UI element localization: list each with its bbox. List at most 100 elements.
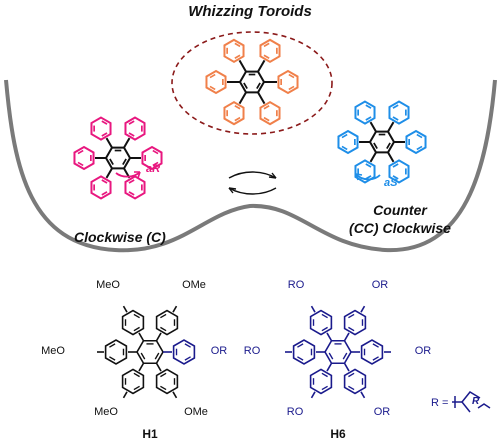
aryl-ring-double-bond xyxy=(77,149,84,155)
clockwise-molecule xyxy=(73,116,163,200)
aryl-ring-double-bond xyxy=(160,372,167,378)
aryl-bond xyxy=(105,167,113,179)
aryl-ring-double-bond xyxy=(133,372,140,378)
aryl-ring-double-bond xyxy=(263,104,270,110)
aryl-ring-double-bond xyxy=(128,120,135,125)
aryl-ring-double-bond xyxy=(348,385,355,391)
h1-sub-left: MeO xyxy=(41,345,65,357)
r-definition-symbol: R xyxy=(431,397,439,409)
aryl-ring-double-bond xyxy=(101,120,108,125)
central-benzene-ring-double-bond xyxy=(154,352,160,360)
aryl-ring-double-bond xyxy=(348,326,355,332)
aryl-ring-double-bond xyxy=(416,145,423,151)
aryl-ring xyxy=(155,309,179,336)
central-benzene-ring-double-bond xyxy=(328,352,334,360)
aryl-ring-double-bond xyxy=(160,313,167,319)
aryl-ring xyxy=(104,339,128,365)
aryl-ring xyxy=(155,368,179,395)
aryl-ring xyxy=(343,309,367,336)
aryl-ring xyxy=(292,339,316,365)
methoxy-bond xyxy=(122,391,128,399)
aryl-ring-double-bond xyxy=(128,179,135,184)
aryl-bond xyxy=(387,151,395,163)
h6-sub-top-right: OR xyxy=(372,279,389,291)
aryl-ring-double-bond xyxy=(234,54,241,60)
aryl-ring-double-bond xyxy=(321,326,328,332)
central-benzene-ring-double-bond xyxy=(243,82,248,90)
aryl-ring-double-bond xyxy=(209,73,216,79)
aryl-ring-double-bond xyxy=(101,179,108,184)
aryl-bond xyxy=(105,137,113,149)
aryl-ring-double-bond xyxy=(234,104,241,110)
central-benzene-ring-double-bond xyxy=(373,142,378,150)
aryl-bond xyxy=(257,91,266,105)
h1-sub-bottom-left: MeO xyxy=(94,406,118,418)
aryl-ring xyxy=(354,100,376,125)
chirality-as-label: aS xyxy=(384,177,398,189)
aryl-ring-double-bond xyxy=(365,175,372,180)
aryl-ring-double-bond xyxy=(128,191,135,196)
aryl-ring xyxy=(90,175,112,200)
aryl-ring-double-bond xyxy=(321,372,328,378)
aryl-ring-double-bond xyxy=(297,356,304,361)
aryl-ring-double-bond xyxy=(341,145,348,151)
toroid-molecule xyxy=(205,38,299,126)
toroid-ring xyxy=(171,31,333,135)
central-benzene-ring-double-bond xyxy=(386,142,391,150)
aryl-ring xyxy=(90,116,112,141)
aryl-bond xyxy=(138,362,145,372)
h6-sub-top-left: RO xyxy=(288,279,305,291)
methoxy-bond xyxy=(172,305,178,313)
aryl-ring-double-bond xyxy=(184,343,191,348)
h6-structure xyxy=(285,305,391,399)
aryl-ring xyxy=(337,129,359,155)
methoxy-bond xyxy=(122,305,128,313)
aryl-ring-double-bond xyxy=(321,385,328,391)
aryl-ring xyxy=(309,368,333,395)
aryl-ring xyxy=(223,38,245,63)
aryl-ring-double-bond xyxy=(133,313,140,319)
h1-sub-right: OR xyxy=(211,345,228,357)
clockwise-label: Clockwise (C) xyxy=(74,229,166,245)
aryl-bond xyxy=(238,59,247,73)
aryl-ring xyxy=(124,116,146,141)
aryl-ring-double-bond xyxy=(392,116,399,121)
aryl-ring xyxy=(309,309,333,336)
aryl-ring-double-bond xyxy=(109,356,116,361)
counter-clockwise-molecule xyxy=(337,100,427,184)
aryl-bond xyxy=(369,151,377,163)
aryl-ring-double-bond xyxy=(209,85,216,91)
r-group-r-label: R xyxy=(472,396,480,407)
chirality-ar-label: aR xyxy=(146,163,160,175)
aryl-ring xyxy=(388,159,410,184)
central-benzene-ring-double-bond xyxy=(342,352,348,360)
energy-well-curve xyxy=(4,79,497,253)
aryl-bond xyxy=(257,59,266,73)
aryl-ring xyxy=(343,368,367,395)
aryl-ring-double-bond xyxy=(101,132,108,137)
aryl-ring xyxy=(259,38,281,63)
aryl-ring-double-bond xyxy=(263,116,270,122)
rotation-arrow-clockwise xyxy=(115,171,141,178)
aryl-bond xyxy=(369,121,377,133)
h6-sub-left: RO xyxy=(244,345,261,357)
h6-sub-right: OR xyxy=(415,345,432,357)
aryl-ring-double-bond xyxy=(365,163,372,168)
aryl-ring xyxy=(405,129,427,155)
aryl-ring-double-bond xyxy=(392,175,399,180)
aryl-ring-double-bond xyxy=(321,313,328,319)
aryl-ring xyxy=(121,309,145,336)
h6-sub-bottom-right: OR xyxy=(374,406,391,418)
counter-label-line2: (CC) Clockwise xyxy=(349,220,451,236)
aryl-ring xyxy=(124,175,146,200)
aryl-bond xyxy=(155,332,162,342)
aryl-ring-double-bond xyxy=(348,372,355,378)
aryl-ring-double-bond xyxy=(133,326,140,332)
h1-sub-top-left: MeO xyxy=(96,279,120,291)
central-benzene-ring-double-bond xyxy=(140,352,146,360)
aryl-ring xyxy=(223,101,245,126)
aryl-bond xyxy=(155,362,162,372)
aryl-bond xyxy=(343,332,350,342)
